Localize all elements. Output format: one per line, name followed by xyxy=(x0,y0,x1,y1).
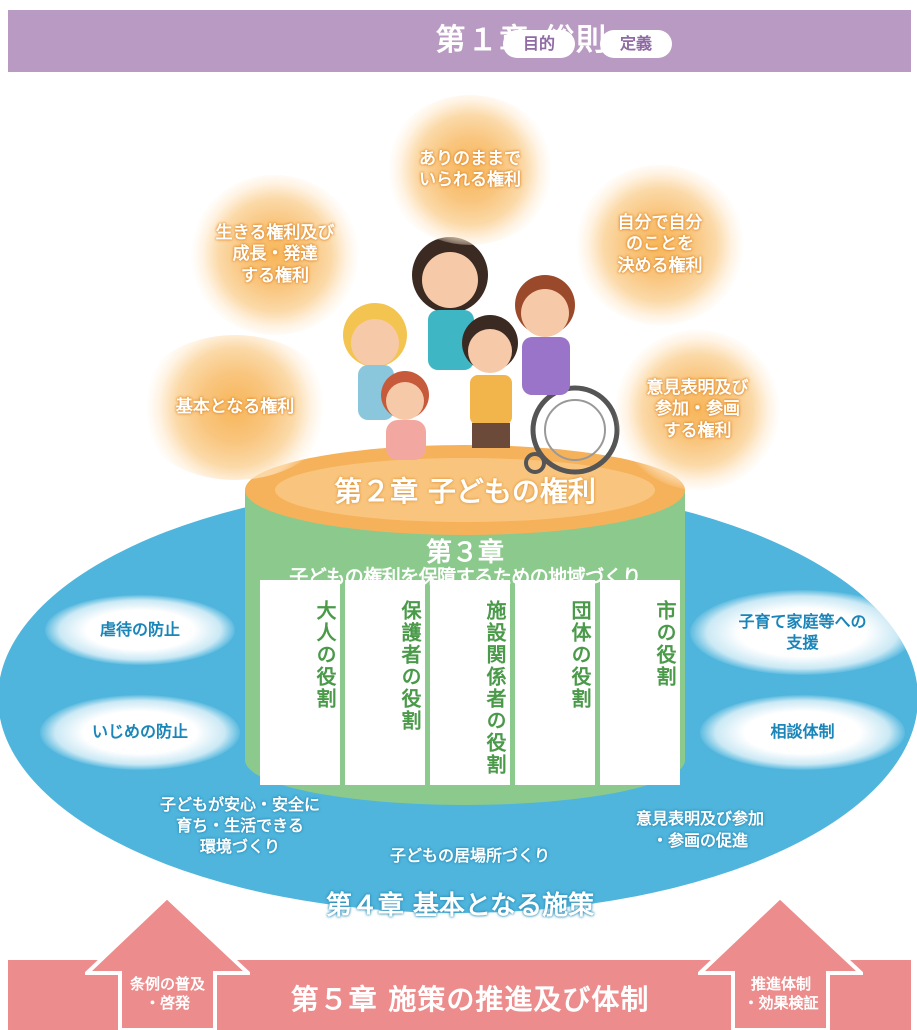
measure-abuse-prevention: 虐待の防止 xyxy=(45,595,235,665)
children-illustration xyxy=(343,237,620,475)
measure-label: 虐待の防止 xyxy=(99,619,180,639)
role-label: 団体の役割 xyxy=(568,600,592,710)
measure-bullying-prevention: いじめの防止 xyxy=(40,695,240,770)
chapter2-title: 第２章 子どもの権利 xyxy=(334,475,596,508)
right-label: 意見表明及び 参加・参画 する権利 xyxy=(646,378,749,441)
right-authentic-self: ありのままで いられる権利 xyxy=(385,95,555,245)
right-up-arrow xyxy=(698,895,863,1030)
measure-places-for-children: 子どもの居場所づくり xyxy=(389,846,550,865)
measure-label: いじめの防止 xyxy=(91,722,188,742)
right-label: 基本となる権利 xyxy=(175,396,295,417)
chapter5-title: 第５章 施策の推進及び体制 xyxy=(290,983,650,1016)
role-label: 市の役割 xyxy=(653,600,677,688)
measure-expression-participation: 意見表明及び参加 ・参画の促進 xyxy=(635,809,764,850)
definition-tag: 定義 xyxy=(600,30,672,58)
right-label: 生きる権利及び 成長・発達 する権利 xyxy=(215,223,335,286)
role-column-city: 市の役割 xyxy=(600,580,680,785)
right-arrow-label: 推進体制 ・効果検証 xyxy=(743,975,819,1012)
role-column-adults: 大人の役割 xyxy=(260,580,340,785)
role-column-organizations: 団体の役割 xyxy=(515,580,595,785)
right-label: 自分で自分 のことを 決める権利 xyxy=(617,213,703,276)
chapter4-title: 第４章 基本となる施策 xyxy=(325,891,595,921)
right-life-growth: 生きる権利及び 成長・発達 する権利 xyxy=(190,175,360,335)
measure-label: 子育て家庭等への 支援 xyxy=(738,611,867,652)
right-expression-participation: 意見表明及び 参加・参画 する権利 xyxy=(615,330,780,490)
role-label: 施設関係者の役割 xyxy=(483,600,507,776)
left-up-arrow xyxy=(85,895,250,1030)
measure-consultation: 相談体制 xyxy=(700,695,905,770)
measure-label: 相談体制 xyxy=(770,722,835,742)
chapter3-title: 第３章 xyxy=(425,538,504,568)
purpose-tag: 目的 xyxy=(503,30,575,58)
right-label: ありのままで いられる権利 xyxy=(419,148,521,190)
role-label: 大人の役割 xyxy=(313,600,337,710)
right-self-determination: 自分で自分 のことを 決める権利 xyxy=(575,165,745,325)
right-basic: 基本となる権利 xyxy=(135,335,335,480)
left-arrow-label: 条例の普及 ・啓発 xyxy=(129,975,205,1012)
role-column-facilities: 施設関係者の役割 xyxy=(430,580,510,785)
role-label: 保護者の役割 xyxy=(398,600,422,732)
role-column-guardians: 保護者の役割 xyxy=(345,580,425,785)
chapter1-banner: 第１章 総則 目的 定義 xyxy=(8,10,911,72)
measure-safe-environment: 子どもが安心・安全に 育ち・生活できる 環境づくり xyxy=(159,795,320,856)
measure-family-support: 子育て家庭等への 支援 xyxy=(690,590,915,675)
